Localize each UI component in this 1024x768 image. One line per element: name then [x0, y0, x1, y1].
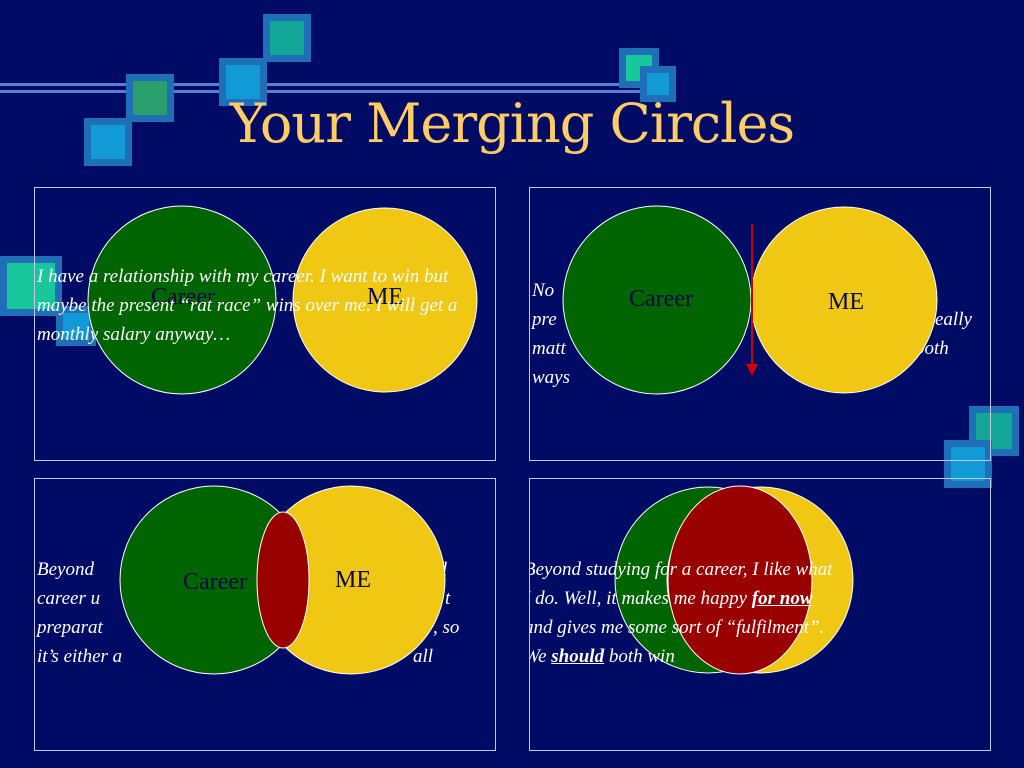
panel-text-fragment: Beyond [37, 559, 94, 580]
decorative-square [969, 406, 1019, 456]
panel-text-fragment: eally [935, 309, 972, 330]
decorative-line [0, 83, 662, 86]
text-segment: I do. Well, it makes me happy [529, 588, 752, 609]
panel-text-fragment: career u [37, 588, 101, 609]
decorative-square [263, 14, 311, 62]
panel-merged-circles: Beyond studying for a career, I like wha… [529, 478, 991, 751]
panel-text-fragment: preparat [37, 617, 103, 638]
career-label: Career [629, 286, 693, 312]
panel-description: Beyond studying for a career, I like wha… [529, 555, 984, 671]
panel-text-fragment: No [532, 280, 555, 301]
me-circle [292, 207, 478, 393]
venn-diagram: Career ME [87, 205, 478, 395]
text-segment: both win [604, 646, 675, 667]
text-segment: We [530, 646, 547, 667]
overlap-region [667, 485, 813, 675]
panel-text-fragment: it’s either a [37, 646, 123, 667]
emphasis-for-now: for now [751, 588, 813, 609]
text-line: We should both win [530, 642, 984, 671]
decorative-square [126, 74, 174, 122]
panel-touching-circles: No pre eally matt oth both ways Career M… [529, 187, 991, 461]
me-label: ME [828, 289, 864, 315]
panel-text-fragment: , so [433, 617, 460, 638]
career-label: Career [183, 569, 247, 595]
panel-text-fragment: pre [532, 309, 557, 330]
emphasis-should: should [551, 646, 605, 667]
me-label: ME [335, 567, 371, 593]
panel-text-fragment: all [413, 646, 434, 667]
venn-diagram [614, 485, 854, 675]
panel-text-fragment: ways [532, 367, 570, 388]
decorative-square [84, 118, 132, 166]
overlap-region [256, 511, 310, 649]
panel-text-fragment: matt [532, 338, 566, 359]
panel-text-fragment: t [445, 588, 451, 609]
me-label: ME [367, 284, 403, 310]
venn-diagram: Career ME [562, 205, 938, 395]
decorative-square [640, 66, 676, 102]
page-title: Your Merging Circles [229, 92, 795, 155]
decorative-square [219, 58, 267, 106]
arrow-head [746, 364, 758, 376]
panel-separate-circles: Career ME I have a relationship with my … [34, 187, 496, 461]
career-label: Career [151, 284, 215, 310]
text-line: and gives me some sort of “fulfilment”. [529, 617, 825, 638]
decorative-line [0, 90, 662, 93]
panel-overlapping-circles: Beyond l career u t preparat , so it’s e… [34, 478, 496, 751]
decorative-square [944, 440, 992, 488]
career-circle [87, 205, 277, 395]
text-line: I do. Well, it makes me happy for now [529, 584, 984, 613]
text-line: Beyond studying for a career, I like wha… [529, 559, 833, 580]
venn-diagram: Career ME [119, 485, 446, 675]
panel-description: I have a relationship with my career. I … [37, 266, 458, 345]
decorative-square [0, 256, 62, 316]
